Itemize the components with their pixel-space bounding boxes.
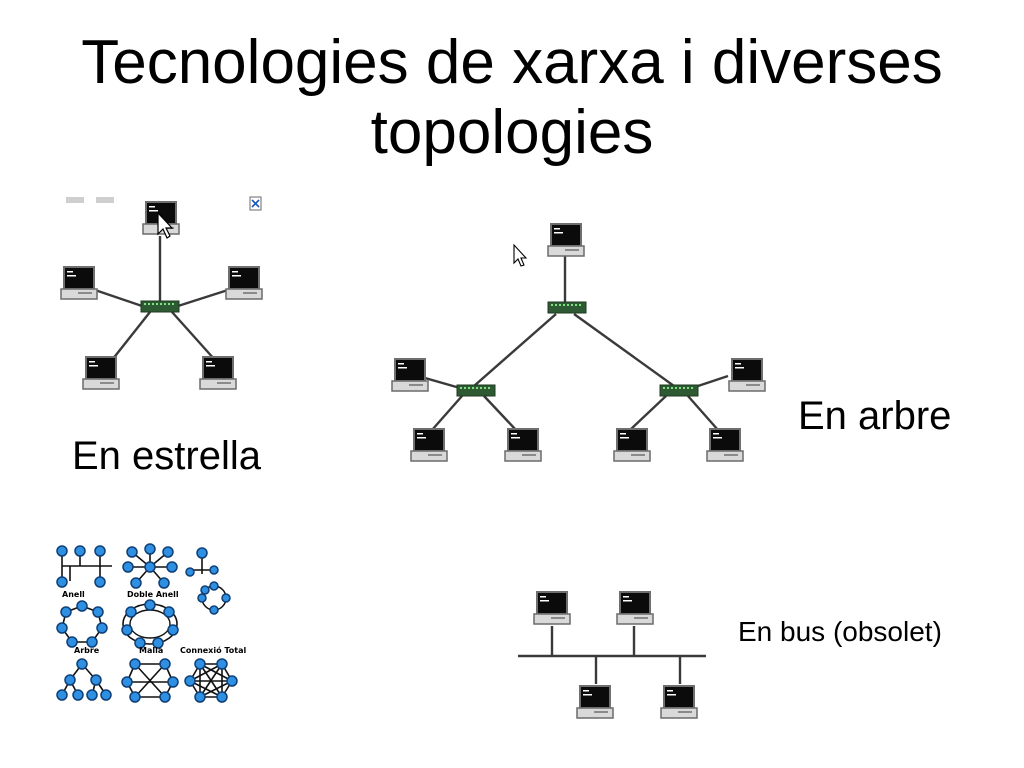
mouse-cursor-icon bbox=[513, 243, 528, 267]
label-tree: En arbre bbox=[798, 394, 952, 438]
hub-icon bbox=[140, 300, 180, 313]
computer-icon bbox=[504, 428, 542, 462]
grid-label-full-connection: Connexió Total bbox=[180, 645, 246, 655]
grid-label-mesh: Malla bbox=[139, 646, 163, 655]
hub-icon bbox=[456, 384, 496, 397]
mini-bus-topology bbox=[56, 545, 112, 588]
computer-icon bbox=[60, 266, 98, 300]
computer-icon bbox=[225, 266, 263, 300]
tree-topology bbox=[391, 223, 766, 462]
label-bus: En bus (obsolet) bbox=[738, 616, 942, 647]
computer-icon bbox=[616, 591, 654, 625]
label-star: En estrella bbox=[72, 434, 261, 478]
computer-icon bbox=[391, 358, 429, 392]
mini-double-ring-topology bbox=[121, 599, 179, 649]
computer-icon bbox=[706, 428, 744, 462]
mini-mesh-topology bbox=[121, 658, 179, 703]
hub-icon bbox=[547, 301, 587, 314]
topology-grid-image: Anell Doble Anell Arbre Malla Con bbox=[52, 543, 246, 703]
grid-label-double-ring: Doble Anell bbox=[127, 590, 179, 599]
computer-icon bbox=[660, 685, 698, 719]
computer-icon bbox=[547, 223, 585, 257]
mouse-cursor-icon bbox=[157, 211, 174, 239]
computer-icon bbox=[576, 685, 614, 719]
mini-ring-topology bbox=[56, 600, 108, 648]
slide-title: Tecnologies de xarxa i diverses topologi… bbox=[81, 28, 943, 167]
mini-star-topology bbox=[122, 543, 178, 589]
computer-icon bbox=[199, 356, 237, 390]
bus-topology bbox=[518, 591, 706, 719]
computer-icon bbox=[82, 356, 120, 390]
grid-label-tree: Arbre bbox=[74, 646, 100, 655]
mini-tree-ring-topology bbox=[185, 547, 231, 615]
computer-icon bbox=[728, 358, 766, 392]
mini-tree-topology bbox=[56, 658, 112, 701]
computer-icon bbox=[410, 428, 448, 462]
mini-full-connection-topology bbox=[184, 658, 238, 703]
grid-label-ring: Anell bbox=[62, 590, 85, 599]
computer-icon bbox=[613, 428, 651, 462]
star-topology bbox=[60, 196, 263, 390]
broken-image-icon bbox=[249, 196, 262, 211]
computer-icon bbox=[533, 591, 571, 625]
hub-icon bbox=[659, 384, 699, 397]
